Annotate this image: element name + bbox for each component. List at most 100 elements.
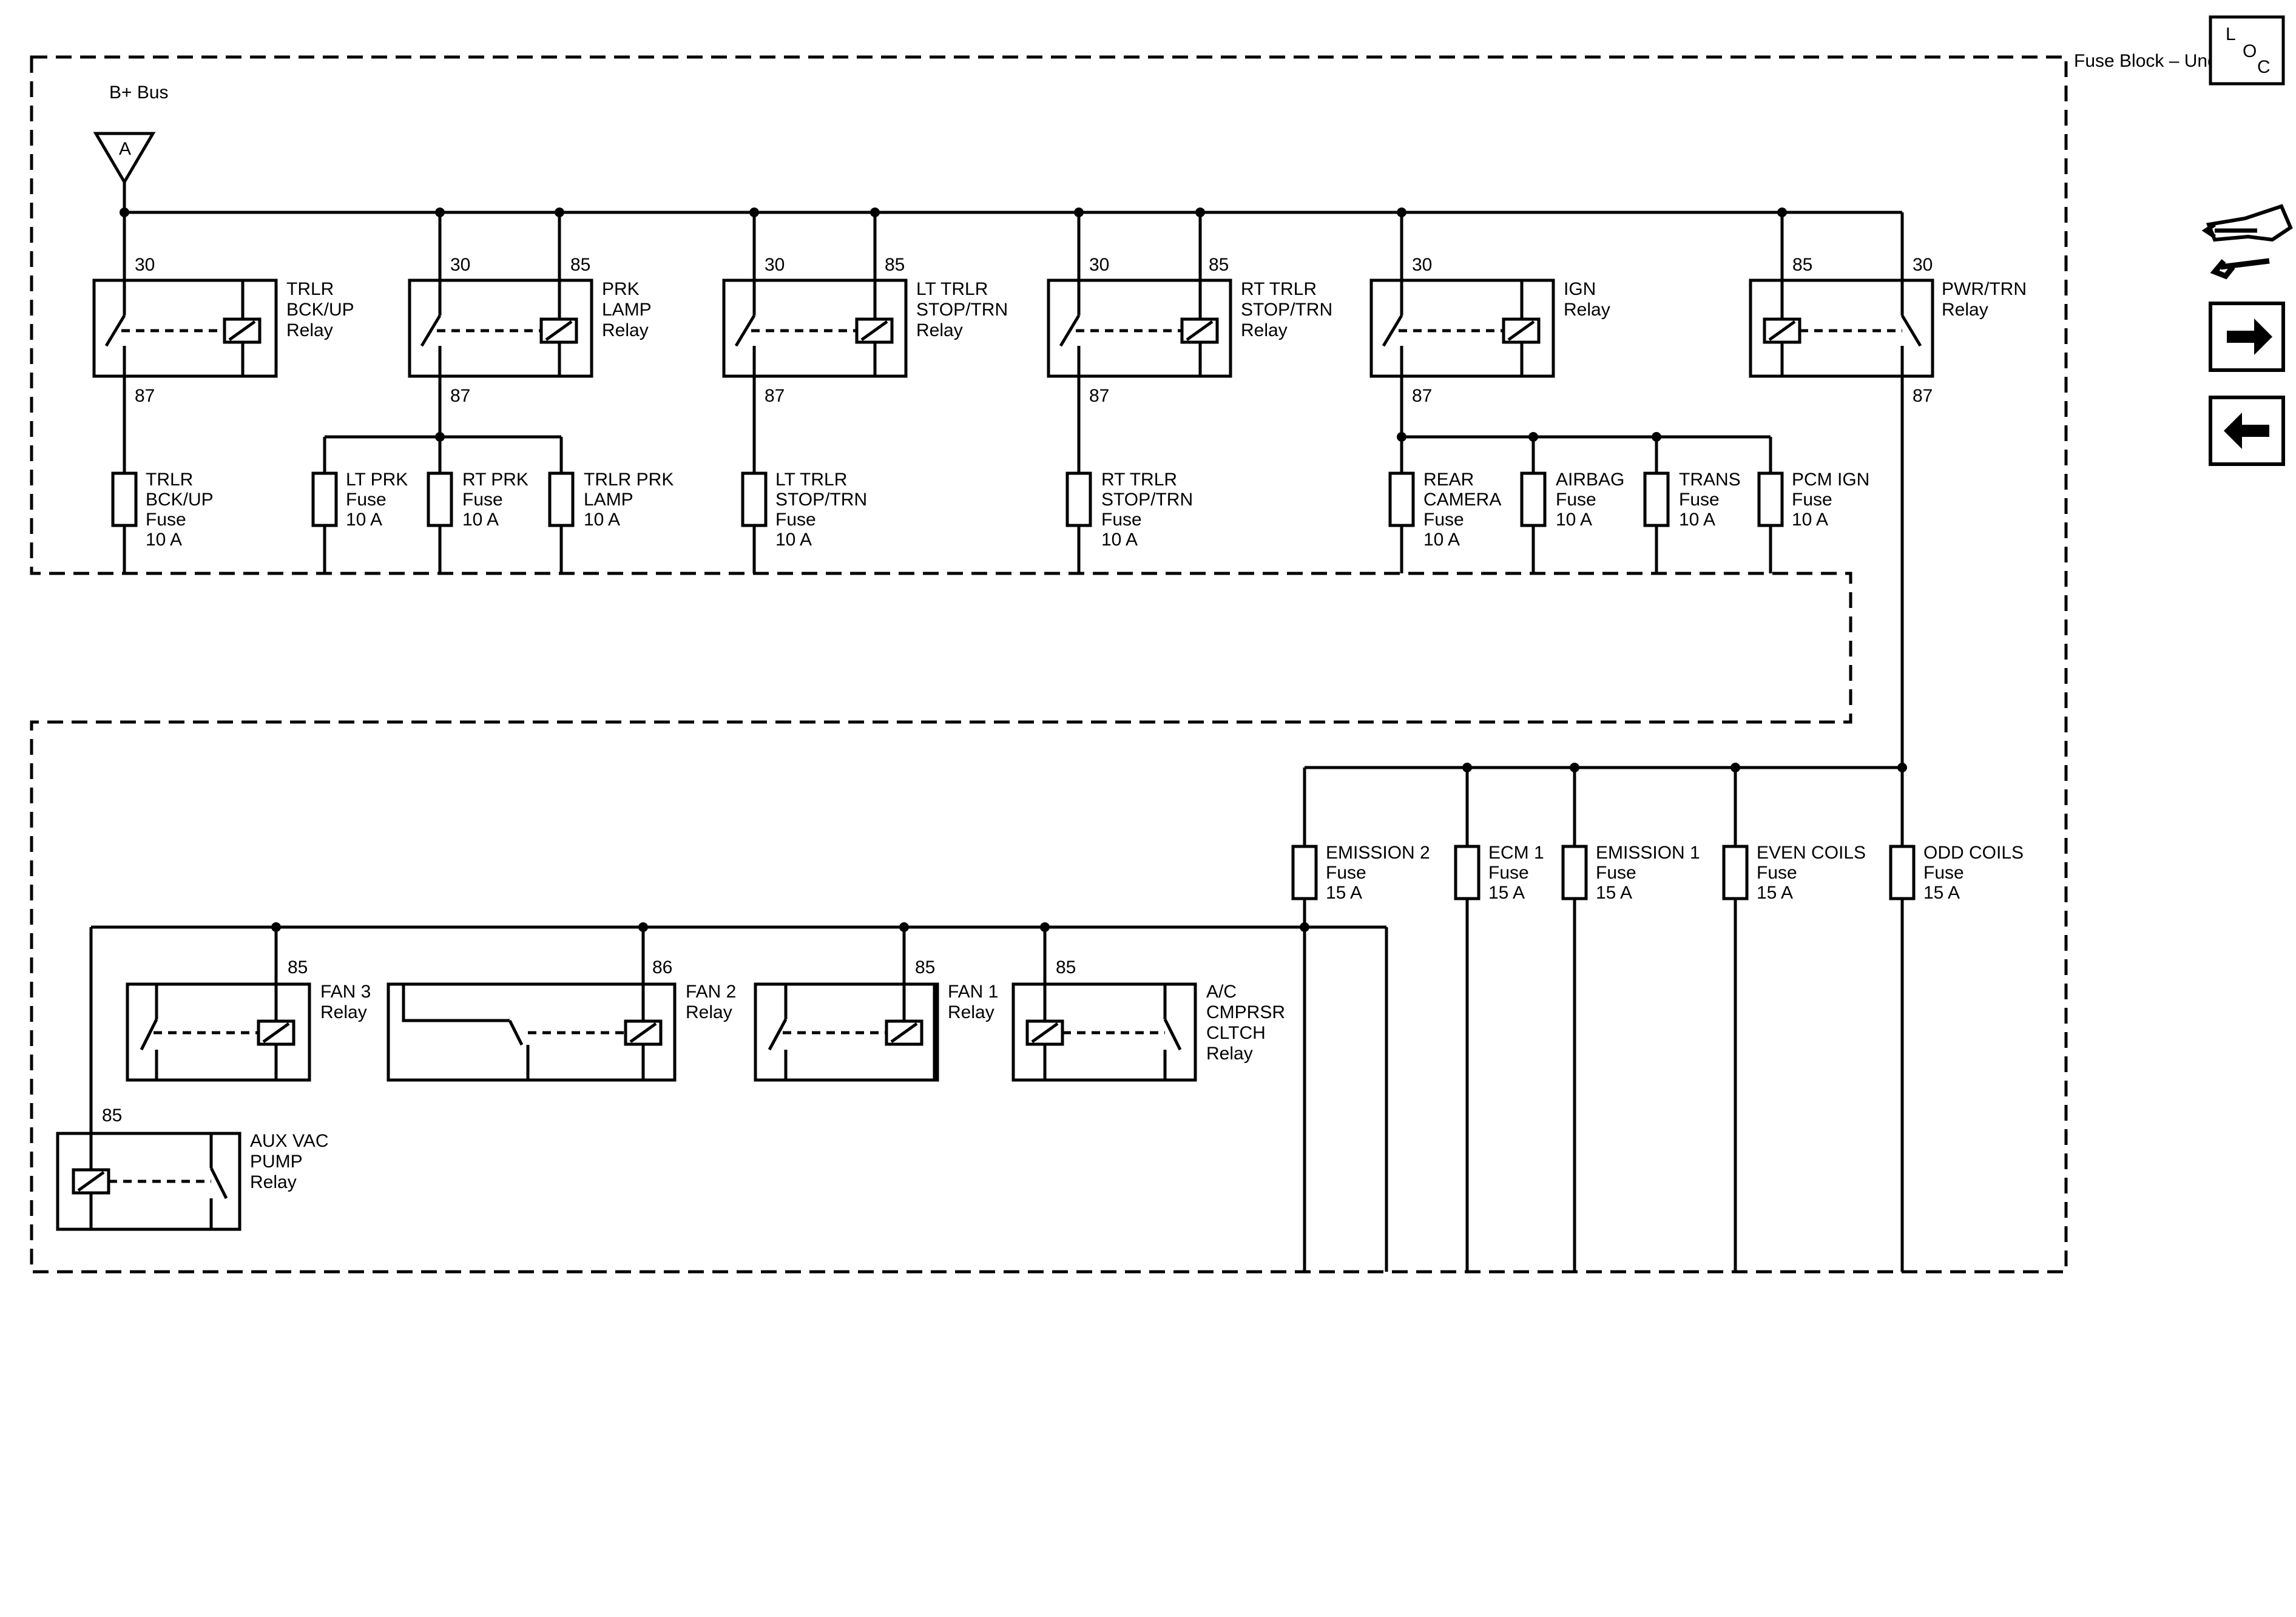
fuse-lt-prk: LT PRK Fuse 10 A xyxy=(311,470,408,530)
svg-text:RT PRK: RT PRK xyxy=(462,470,528,490)
svg-text:EMISSION 2: EMISSION 2 xyxy=(1326,843,1430,863)
svg-text:Fuse: Fuse xyxy=(1326,863,1366,883)
fuse-emission-1: EMISSION 1 Fuse 15 A xyxy=(1561,843,1700,903)
svg-text:STOP/TRN: STOP/TRN xyxy=(1101,490,1193,510)
svg-text:85: 85 xyxy=(1792,255,1812,275)
connector-tool-icon[interactable] xyxy=(2201,204,2293,280)
fuse-trlr-prk-lamp: TRLR PRK LAMP 10 A xyxy=(548,470,674,530)
svg-text:BCK/UP: BCK/UP xyxy=(286,300,354,320)
svg-text:10 A: 10 A xyxy=(346,510,382,530)
svg-text:PWR/TRN: PWR/TRN xyxy=(1942,279,2027,299)
svg-text:TRANS: TRANS xyxy=(1679,470,1741,490)
arrow-left-icon[interactable] xyxy=(2209,396,2285,466)
svg-text:85: 85 xyxy=(915,957,935,977)
svg-text:Relay: Relay xyxy=(916,320,963,340)
svg-text:CAMERA: CAMERA xyxy=(1423,490,1501,510)
fuse-airbag: AIRBAG Fuse 10 A xyxy=(1520,470,1624,530)
svg-text:FAN 1: FAN 1 xyxy=(948,982,998,1002)
svg-text:30: 30 xyxy=(1089,255,1109,275)
relay-fan-3: 85 FAN 3 Relay xyxy=(126,927,371,1082)
svg-text:TRLR PRK: TRLR PRK xyxy=(584,470,674,490)
svg-text:Fuse: Fuse xyxy=(1792,490,1832,510)
svg-text:87: 87 xyxy=(1913,386,1933,406)
svg-text:Fuse: Fuse xyxy=(1101,510,1142,530)
svg-text:CLTCH: CLTCH xyxy=(1206,1023,1266,1043)
svg-text:A/C: A/C xyxy=(1206,982,1237,1002)
svg-text:87: 87 xyxy=(1089,386,1109,406)
svg-text:Fuse: Fuse xyxy=(1757,863,1797,883)
svg-text:TRLR: TRLR xyxy=(146,470,193,490)
svg-text:O: O xyxy=(2243,41,2257,61)
svg-text:Relay: Relay xyxy=(1206,1044,1253,1064)
fuse-ecm-1: ECM 1 Fuse 15 A xyxy=(1454,843,1544,903)
fuse-trlr-bck-up: TRLR BCK/UP Fuse 10 A xyxy=(111,470,214,550)
relay-ign: 30 87 IGN Relay xyxy=(1369,212,1610,406)
svg-text:30: 30 xyxy=(765,255,785,275)
svg-text:FAN 2: FAN 2 xyxy=(686,982,736,1002)
svg-text:85: 85 xyxy=(1209,255,1229,275)
svg-text:Relay: Relay xyxy=(1942,300,1988,320)
relay-pwr-trn: 85 30 87 PWR/TRN Relay xyxy=(1749,212,2027,406)
svg-text:AIRBAG: AIRBAG xyxy=(1556,470,1624,490)
svg-text:87: 87 xyxy=(765,386,785,406)
svg-text:TRLR: TRLR xyxy=(286,279,334,299)
relay-fan-2: 86 FAN 2 Relay xyxy=(387,927,736,1082)
svg-text:REAR: REAR xyxy=(1423,470,1474,490)
svg-text:Fuse: Fuse xyxy=(1596,863,1636,883)
svg-text:Fuse: Fuse xyxy=(462,490,503,510)
svg-text:30: 30 xyxy=(450,255,470,275)
svg-text:85: 85 xyxy=(288,957,308,977)
svg-text:LT TRLR: LT TRLR xyxy=(775,470,847,490)
svg-text:10 A: 10 A xyxy=(1101,530,1138,550)
svg-text:30: 30 xyxy=(1913,255,1933,275)
svg-text:Relay: Relay xyxy=(250,1172,297,1192)
svg-text:ODD COILS: ODD COILS xyxy=(1923,843,2024,863)
svg-text:Relay: Relay xyxy=(948,1002,994,1022)
svg-text:L: L xyxy=(2226,24,2236,44)
fuse-odd-coils: ODD COILS Fuse 15 A xyxy=(1889,843,2024,903)
svg-text:Fuse: Fuse xyxy=(1679,490,1720,510)
svg-text:85: 85 xyxy=(885,255,905,275)
svg-text:87: 87 xyxy=(135,386,155,406)
svg-text:PRK: PRK xyxy=(602,279,640,299)
fuse-rear-camera: REAR CAMERA Fuse 10 A xyxy=(1388,470,1501,550)
svg-text:Fuse: Fuse xyxy=(146,510,186,530)
relay-lt-trlr-stop-trn: 30 85 87 LT TRLR STOP/TRN Relay xyxy=(722,212,1008,406)
svg-text:85: 85 xyxy=(570,255,590,275)
fuse-trans: TRANS Fuse 10 A xyxy=(1643,470,1741,530)
svg-text:EMISSION 1: EMISSION 1 xyxy=(1596,843,1700,863)
svg-text:ECM 1: ECM 1 xyxy=(1488,843,1544,863)
svg-text:RT TRLR: RT TRLR xyxy=(1241,279,1317,299)
fuse-even-coils: EVEN COILS Fuse 15 A xyxy=(1722,843,1866,903)
relay-trlr-bck-up: 30 87 TRLR BCK/UP Relay xyxy=(92,212,354,406)
svg-text:EVEN COILS: EVEN COILS xyxy=(1757,843,1866,863)
svg-text:PUMP: PUMP xyxy=(250,1152,303,1172)
svg-text:Fuse: Fuse xyxy=(346,490,387,510)
svg-text:LT TRLR: LT TRLR xyxy=(916,279,988,299)
svg-text:85: 85 xyxy=(102,1106,122,1126)
svg-text:FAN 3: FAN 3 xyxy=(320,982,371,1002)
svg-text:87: 87 xyxy=(1412,386,1432,406)
connector-a-label: A xyxy=(119,139,131,159)
svg-text:AUX VAC: AUX VAC xyxy=(250,1131,328,1151)
fuse-rt-prk: RT PRK Fuse 10 A xyxy=(427,470,528,530)
svg-text:Relay: Relay xyxy=(1564,300,1610,320)
svg-text:STOP/TRN: STOP/TRN xyxy=(1241,300,1332,320)
svg-text:15 A: 15 A xyxy=(1488,883,1525,903)
svg-text:10 A: 10 A xyxy=(775,530,812,550)
fuse-pcm-ign: PCM IGN Fuse 10 A xyxy=(1757,470,1869,530)
svg-text:Relay: Relay xyxy=(286,320,333,340)
svg-text:BCK/UP: BCK/UP xyxy=(146,490,214,510)
svg-text:10 A: 10 A xyxy=(1423,530,1460,550)
svg-text:Fuse: Fuse xyxy=(1556,490,1596,510)
relay-fan-1: 85 FAN 1 Relay xyxy=(754,927,998,1082)
svg-text:15 A: 15 A xyxy=(1923,883,1960,903)
fuse-block-outline-top xyxy=(30,55,2068,1274)
svg-text:C: C xyxy=(2257,57,2271,77)
svg-text:Relay: Relay xyxy=(686,1002,732,1022)
svg-text:LT PRK: LT PRK xyxy=(346,470,408,490)
arrow-right-icon[interactable] xyxy=(2209,302,2285,372)
loc-icon[interactable]: L O C xyxy=(2209,15,2285,86)
svg-text:10 A: 10 A xyxy=(584,510,620,530)
